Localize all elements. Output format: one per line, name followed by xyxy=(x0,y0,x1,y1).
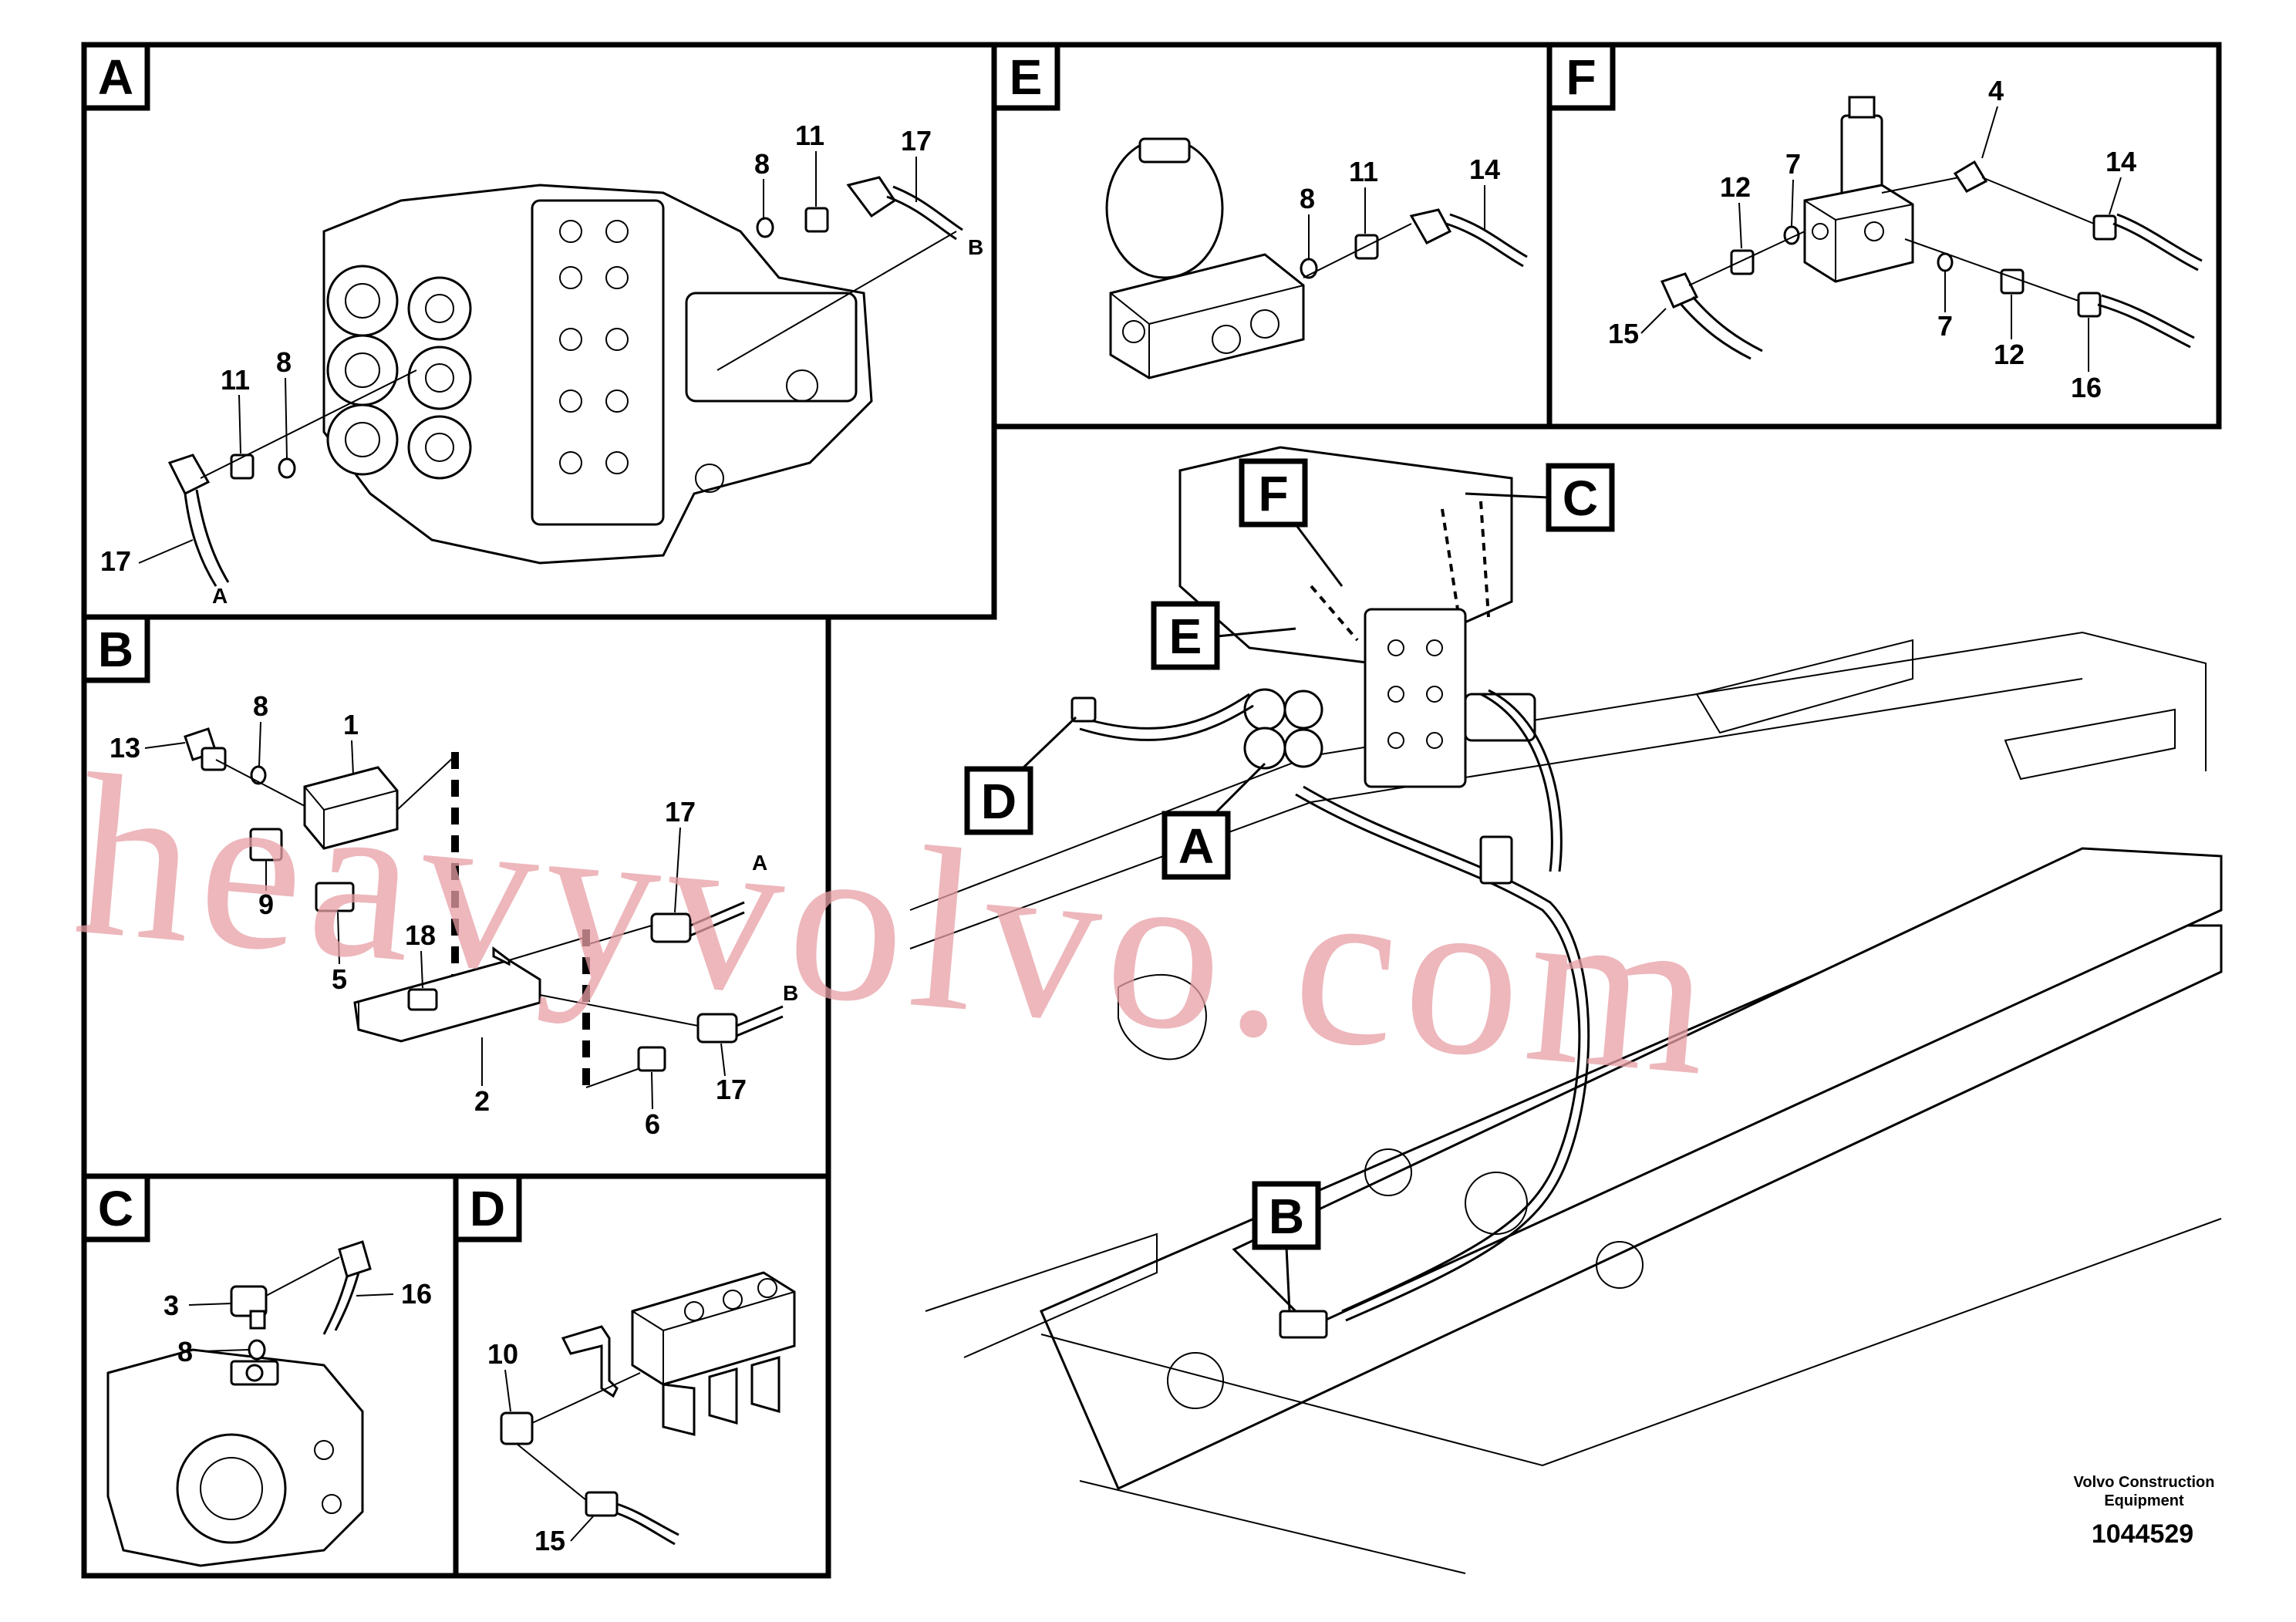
panel-f: F 4 12 7 14 xyxy=(1546,42,2222,430)
label-f-12b: 12 xyxy=(1994,339,2025,370)
panel-e: E 8 11 14 xyxy=(991,42,1553,430)
callout-f: F xyxy=(1239,458,1344,587)
label-b-17: 17 xyxy=(665,796,696,828)
label-b-1: 1 xyxy=(343,709,359,740)
end-b-a: A xyxy=(752,851,767,875)
label-a-17: 17 xyxy=(901,125,932,157)
label-f-14: 14 xyxy=(2106,146,2136,177)
end-a-b: B xyxy=(968,235,983,259)
panel-a-letter: A xyxy=(98,49,133,105)
label-f-16: 16 xyxy=(2071,372,2102,403)
control-valve-drawing xyxy=(322,184,873,565)
solenoid-valve-drawing xyxy=(1803,96,1914,283)
label-a-11: 11 xyxy=(795,120,824,151)
label-a-8b: 8 xyxy=(276,346,292,378)
panel-d: D 10 15 xyxy=(453,1173,831,1579)
label-b-5: 5 xyxy=(332,963,347,995)
label-b-9: 9 xyxy=(258,889,274,920)
label-a-17b: 17 xyxy=(100,545,131,577)
callout-c: C xyxy=(1465,463,1615,532)
panel-f-letter: F xyxy=(1566,49,1596,105)
label-a-8: 8 xyxy=(754,148,770,180)
label-b-17b: 17 xyxy=(716,1074,747,1105)
panel-d-letter: D xyxy=(470,1181,505,1236)
label-b-8: 8 xyxy=(253,690,268,722)
drawing-number: 1044529 xyxy=(2092,1519,2193,1549)
label-a-11b: 11 xyxy=(221,364,250,396)
accumulator-drawing xyxy=(1105,137,1305,379)
label-d-15: 15 xyxy=(534,1525,565,1556)
svg-text:B: B xyxy=(1269,1189,1304,1244)
company-line-2: Equipment xyxy=(2104,1492,2184,1509)
label-f-15: 15 xyxy=(1608,318,1639,349)
end-a-a: A xyxy=(212,584,228,608)
main-assembly-view xyxy=(909,446,2223,1574)
label-c-3: 3 xyxy=(164,1290,179,1321)
label-c-8: 8 xyxy=(177,1336,193,1367)
callout-d: D xyxy=(964,716,1077,835)
label-e-8: 8 xyxy=(1300,183,1315,214)
svg-text:D: D xyxy=(981,774,1017,829)
panel-c-letter: C xyxy=(98,1181,133,1236)
label-b-13: 13 xyxy=(110,732,140,764)
svg-text:E: E xyxy=(1169,609,1202,664)
company-line-1: Volvo Construction xyxy=(2074,1474,2215,1491)
label-e-14: 14 xyxy=(1469,153,1500,185)
svg-text:C: C xyxy=(1563,470,1598,526)
label-d-10: 10 xyxy=(487,1338,518,1370)
label-b-2: 2 xyxy=(474,1085,490,1117)
svg-text:A: A xyxy=(1178,818,1214,874)
panel-b-letter: B xyxy=(98,622,133,677)
svg-text:F: F xyxy=(1258,466,1288,521)
panel-c: C 3 16 8 xyxy=(81,1173,459,1579)
label-e-11: 11 xyxy=(1349,156,1378,187)
label-c-16: 16 xyxy=(401,1278,432,1310)
label-f-12: 12 xyxy=(1720,171,1751,203)
panel-e-letter: E xyxy=(1010,49,1043,105)
label-f-7: 7 xyxy=(1785,148,1801,180)
label-b-6: 6 xyxy=(645,1108,660,1140)
callout-b: B xyxy=(1252,1181,1321,1312)
panel-a: A xyxy=(81,42,997,620)
label-f-7b: 7 xyxy=(1937,310,1953,342)
end-b-b: B xyxy=(783,981,798,1005)
callout-e: E xyxy=(1151,601,1296,670)
label-b-18: 18 xyxy=(405,919,436,951)
label-f-4: 4 xyxy=(1988,75,2004,106)
callout-a: A xyxy=(1161,762,1266,880)
